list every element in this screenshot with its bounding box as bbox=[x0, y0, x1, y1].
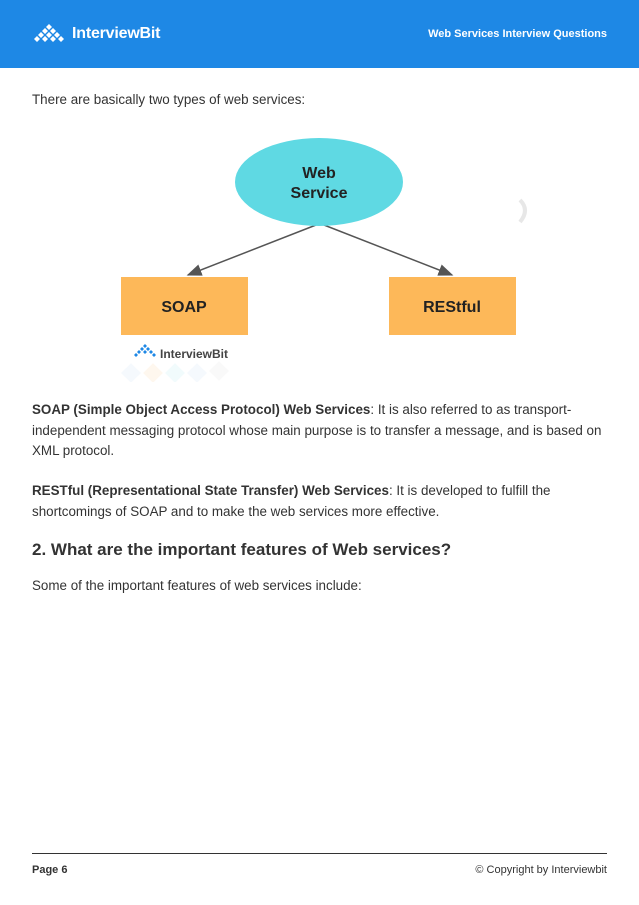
watermark-logo: InterviewBit bbox=[134, 344, 228, 361]
web-service-diagram: Web Service SOAP REStful InterviewBit bbox=[121, 138, 527, 382]
copyright: © Copyright by Interviewbit bbox=[475, 864, 607, 876]
brand-name: InterviewBit bbox=[72, 25, 161, 42]
interviewbit-logo-icon bbox=[34, 24, 64, 42]
restful-term: RESTful (Representational State Transfer… bbox=[32, 483, 389, 498]
arrow-to-soap bbox=[186, 224, 317, 276]
arrow-to-restful bbox=[323, 224, 454, 276]
web-service-label-line1: Web bbox=[302, 165, 336, 182]
restful-paragraph: RESTful (Representational State Transfer… bbox=[32, 481, 607, 522]
soap-node-label: SOAP bbox=[161, 299, 207, 316]
page-number: Page 6 bbox=[32, 864, 68, 876]
restful-node-label: REStful bbox=[423, 299, 481, 316]
web-service-label-line2: Service bbox=[291, 185, 348, 202]
document-title: Web Services Interview Questions bbox=[428, 28, 607, 40]
brand: InterviewBit bbox=[32, 23, 160, 45]
question-heading: 2. What are the important features of We… bbox=[32, 540, 452, 559]
restful-node bbox=[389, 277, 516, 335]
soap-term: SOAP (Simple Object Access Protocol) Web… bbox=[32, 402, 371, 417]
restful-description: : It is developed to fulfill the shortco… bbox=[32, 483, 551, 519]
web-service-node bbox=[235, 138, 403, 226]
soap-paragraph: SOAP (Simple Object Access Protocol) Web… bbox=[32, 400, 607, 462]
page-header: InterviewBit Web Services Interview Ques… bbox=[0, 0, 639, 68]
intro-text: There are basically two types of web ser… bbox=[32, 92, 306, 107]
soap-description: : It is also referred to as transport-in… bbox=[32, 402, 602, 458]
watermark-pattern bbox=[121, 198, 527, 382]
watermark-text: InterviewBit bbox=[160, 347, 228, 361]
footer-divider bbox=[32, 853, 607, 854]
question-text: Some of the important features of web se… bbox=[32, 578, 362, 593]
soap-node bbox=[121, 277, 248, 335]
